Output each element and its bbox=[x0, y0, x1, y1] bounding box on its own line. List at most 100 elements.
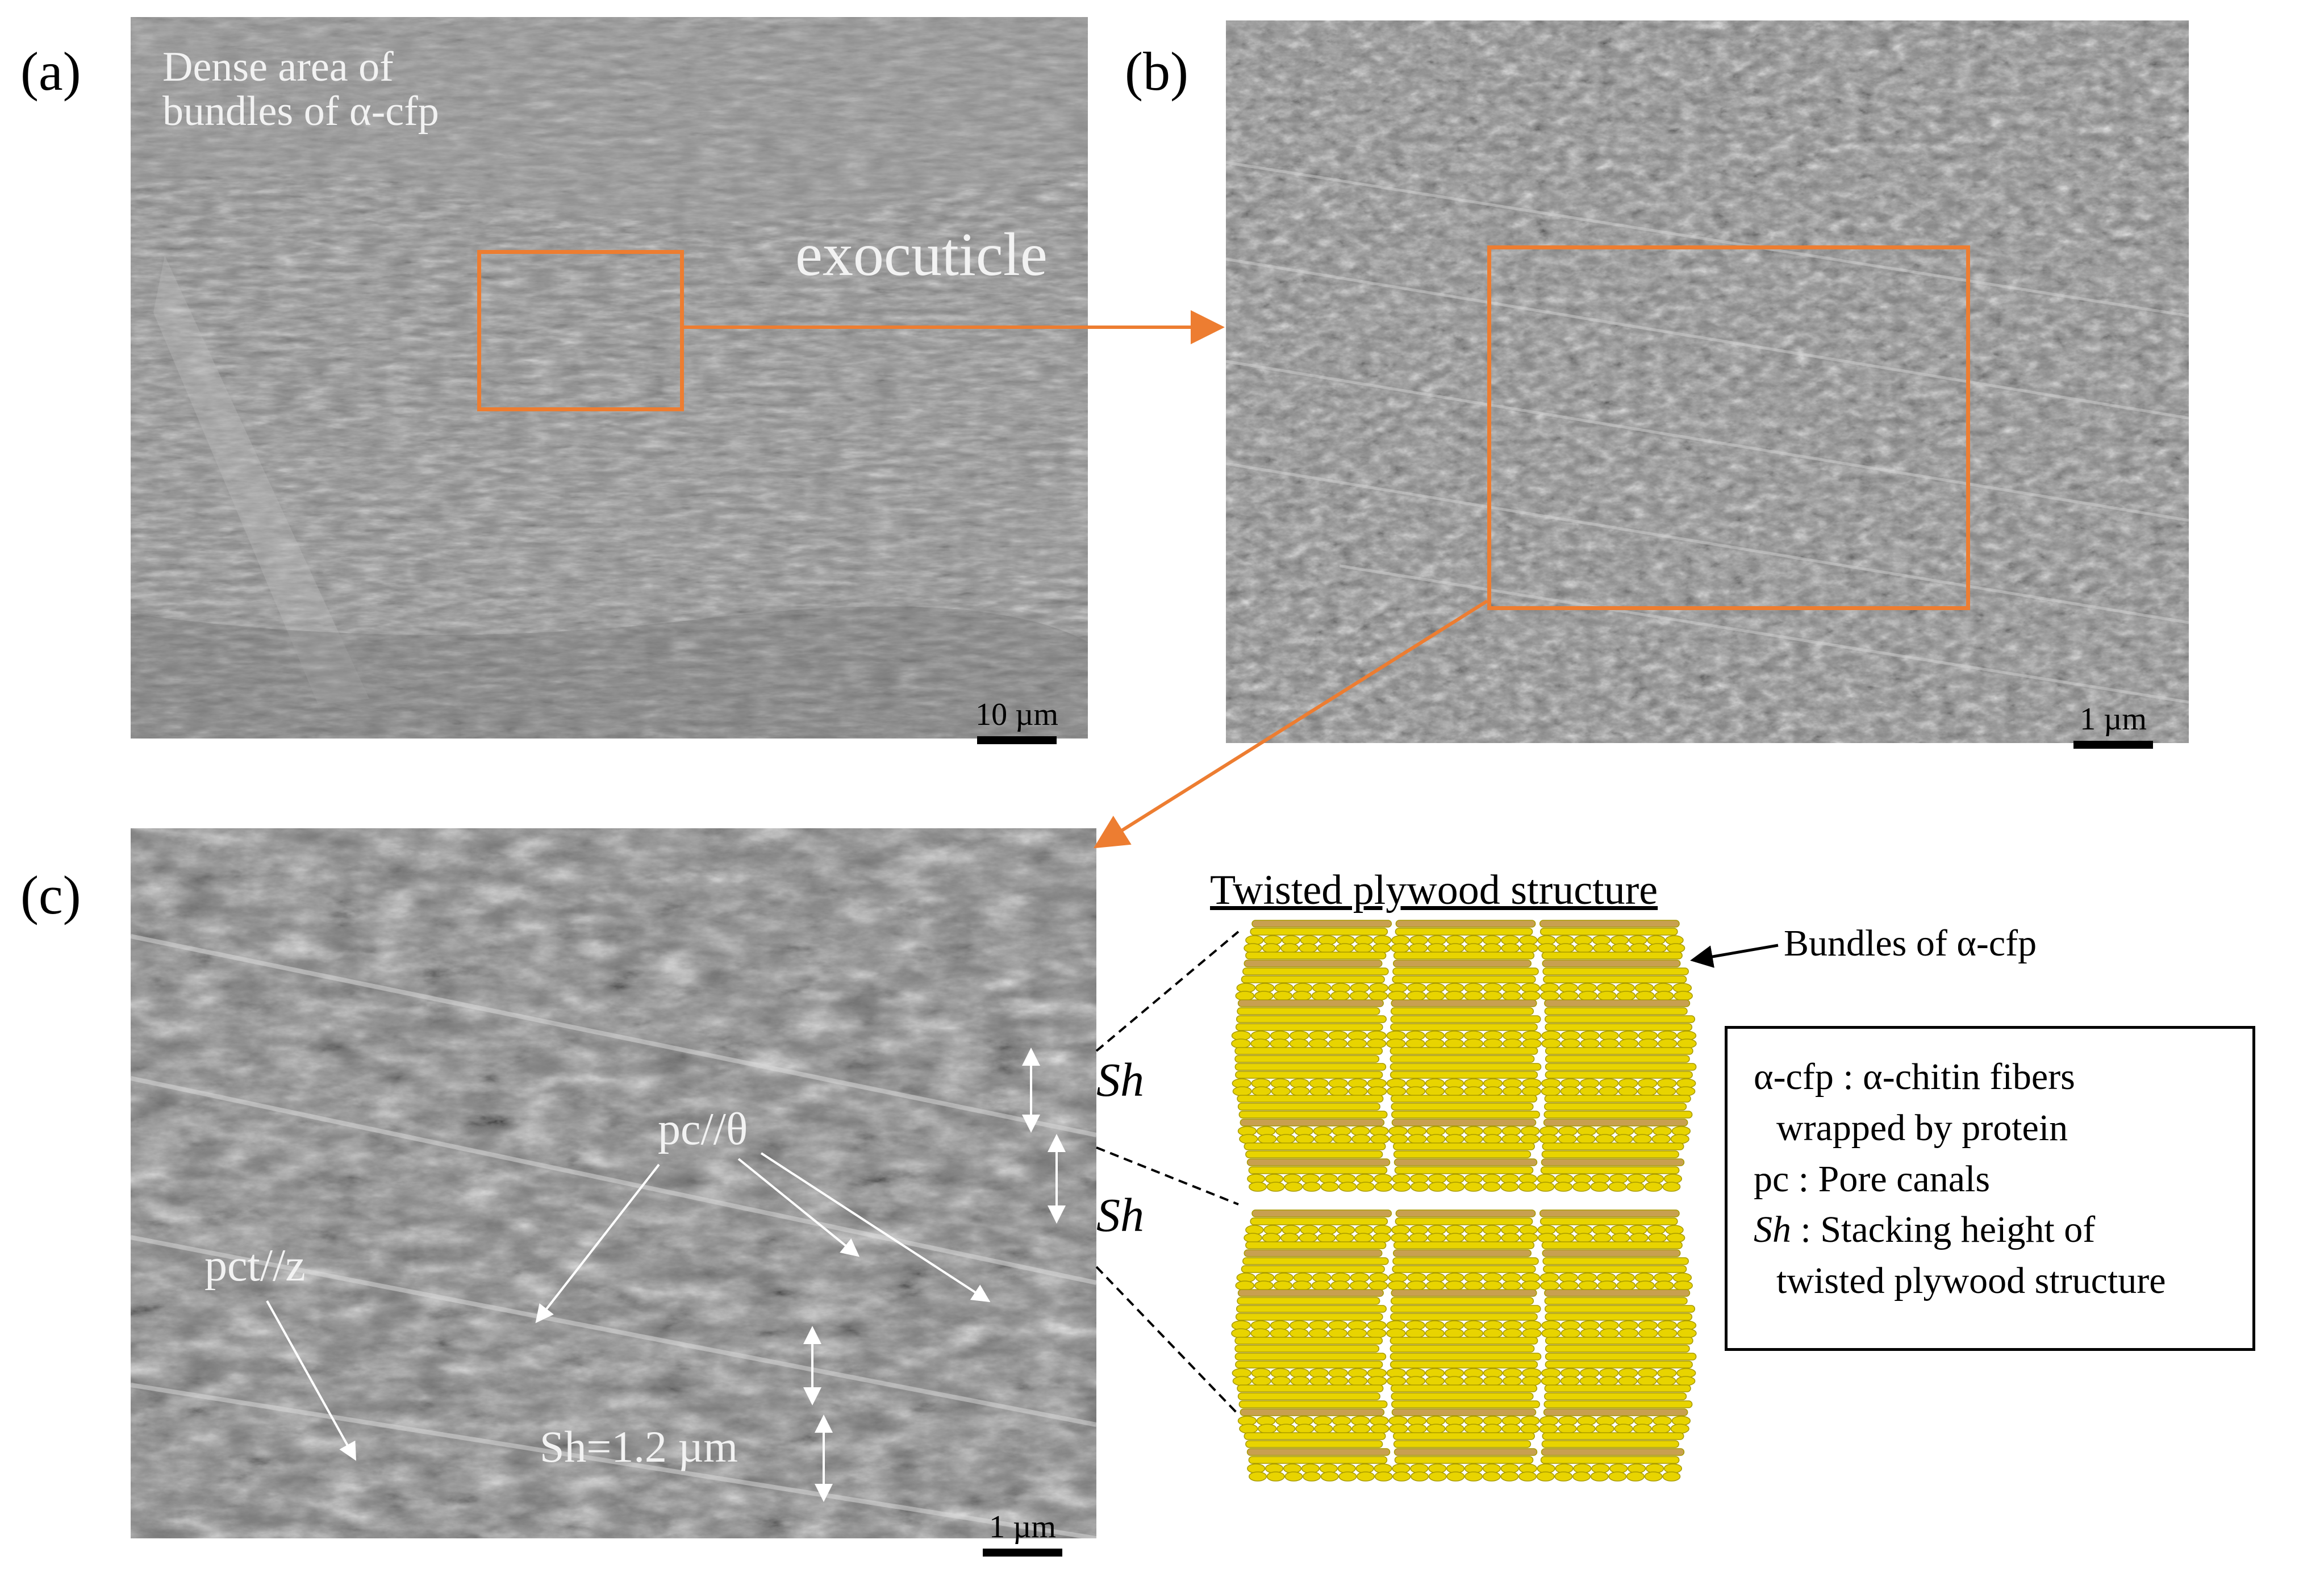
fiber-cross-section bbox=[1351, 1134, 1371, 1144]
fiber-cross-section bbox=[1299, 943, 1317, 953]
fiber-cross-section bbox=[1611, 943, 1630, 953]
fiber-cross-section bbox=[1536, 1471, 1555, 1482]
fiber-cross-section bbox=[1235, 991, 1255, 1001]
fiber-cross-section bbox=[1560, 1376, 1580, 1386]
fiber-cross-section bbox=[1654, 991, 1674, 1001]
fiber-bundle bbox=[1395, 928, 1533, 936]
fiber-cross-section bbox=[1464, 1280, 1483, 1291]
fiber-cross-section bbox=[1405, 1038, 1425, 1049]
fiber-cross-section bbox=[1541, 1376, 1561, 1386]
fiber-cross-section bbox=[1446, 1233, 1465, 1243]
fiber-cross-section bbox=[1333, 1424, 1352, 1434]
fiber-cross-section bbox=[1503, 1038, 1522, 1049]
fiber-cross-section bbox=[1370, 1424, 1390, 1434]
fiber-cross-section bbox=[1445, 1280, 1465, 1291]
fiber-bundle bbox=[1393, 1440, 1532, 1448]
fiber-cross-section bbox=[1425, 1038, 1445, 1049]
fiber-cross-section bbox=[1357, 1182, 1375, 1192]
fiber-bundle bbox=[1543, 1119, 1688, 1127]
fiber-cross-section bbox=[1367, 1038, 1387, 1049]
fiber-bundle bbox=[1250, 1217, 1388, 1225]
fiber-cross-section bbox=[1540, 1280, 1560, 1291]
legend-line-4: Sh : Stacking height of bbox=[1754, 1204, 2226, 1255]
fiber-cross-section bbox=[1411, 1182, 1429, 1192]
fiber-cross-section bbox=[1541, 1328, 1561, 1338]
fiber-cross-section bbox=[1463, 1086, 1484, 1096]
fiber-cross-section bbox=[1614, 1424, 1633, 1434]
fiber-cross-section bbox=[1254, 991, 1274, 1001]
fiber-cross-section bbox=[1503, 1328, 1522, 1338]
fiber-bundle bbox=[1390, 1313, 1538, 1321]
fiber-cross-section bbox=[1351, 1424, 1371, 1434]
fiber-cross-section bbox=[1638, 1038, 1658, 1049]
fiber-cross-section bbox=[1445, 1424, 1465, 1434]
fiber-cross-section bbox=[1593, 1233, 1612, 1243]
fiber-cross-section bbox=[1391, 943, 1409, 953]
fiber-cross-section bbox=[1311, 991, 1331, 1001]
fiber-cross-section bbox=[1519, 1233, 1538, 1243]
fiber-cross-section bbox=[1576, 1424, 1596, 1434]
fiber-cross-section bbox=[1284, 1182, 1303, 1192]
fiber-bundle bbox=[1234, 1353, 1387, 1361]
fiber-cross-section bbox=[1618, 1376, 1638, 1386]
fiber-cross-section bbox=[1599, 1038, 1620, 1049]
fiber-cross-section bbox=[1374, 1182, 1393, 1192]
fiber-cross-section bbox=[1333, 1134, 1352, 1144]
fiber-cross-section bbox=[1444, 1328, 1464, 1338]
fiber-cross-section bbox=[1258, 1424, 1277, 1434]
fiber-bundle bbox=[1236, 1015, 1387, 1023]
fiber-bundle bbox=[1394, 1456, 1534, 1464]
fiber-cross-section bbox=[1670, 1424, 1689, 1434]
sem-texture-a bbox=[131, 17, 1088, 739]
fiber-cross-section bbox=[1387, 1086, 1407, 1096]
fiber-cross-section bbox=[1556, 1233, 1575, 1243]
fiber-bundle bbox=[1236, 1305, 1387, 1313]
fiber-bundle bbox=[1545, 1361, 1693, 1369]
fiber-cross-section bbox=[1483, 1376, 1503, 1386]
fiber-cross-section bbox=[1658, 1328, 1678, 1338]
fiber-cross-section bbox=[1347, 1328, 1367, 1338]
fiber-cross-section bbox=[1520, 1424, 1539, 1434]
fiber-cross-section bbox=[1266, 1182, 1285, 1192]
fiber-cross-section bbox=[1662, 1471, 1681, 1482]
fiber-bundle bbox=[1541, 1448, 1685, 1456]
fiber-cross-section bbox=[1654, 1280, 1674, 1291]
fiber-cross-section bbox=[1409, 943, 1428, 953]
fiber-cross-section bbox=[1608, 1182, 1627, 1192]
fiber-cross-section bbox=[1270, 1328, 1290, 1338]
fiber-cross-section bbox=[1408, 1424, 1427, 1434]
fiber-bundle bbox=[1540, 1456, 1680, 1464]
fiber-bundle bbox=[1390, 1063, 1542, 1071]
legend-line-1: α-cfp : α-chitin fibers bbox=[1754, 1056, 2075, 1098]
fiber-cross-section bbox=[1445, 1134, 1465, 1144]
fiber-cross-section bbox=[1502, 1280, 1521, 1291]
fiber-bundle bbox=[1246, 1158, 1391, 1166]
fiber-cross-section bbox=[1522, 1328, 1542, 1338]
fiber-bundle bbox=[1238, 1111, 1388, 1119]
fiber-cross-section bbox=[1611, 1233, 1630, 1243]
fiber-bundle bbox=[1390, 1015, 1541, 1023]
fiber-cross-section bbox=[1411, 1471, 1429, 1482]
fiber-bundle bbox=[1545, 1071, 1693, 1079]
fiber-cross-section bbox=[1249, 1182, 1267, 1192]
fiber-bundle bbox=[1541, 1241, 1683, 1249]
fiber-bundle bbox=[1393, 1142, 1535, 1150]
fiber-bundle bbox=[1545, 1047, 1693, 1055]
fiber-bundle bbox=[1393, 1158, 1538, 1166]
legend-box: α-cfp : α-chitin fibers wrapped by prote… bbox=[1725, 1026, 2255, 1351]
legend-sh-abbr: Sh bbox=[1754, 1209, 1791, 1251]
fiber-cross-section bbox=[1501, 1134, 1521, 1144]
scalebar-c-label: 1 µm bbox=[989, 1509, 1056, 1545]
fiber-cross-section bbox=[1483, 1424, 1502, 1434]
fiber-cross-section bbox=[1635, 1280, 1655, 1291]
fiber-cross-section bbox=[1425, 1376, 1445, 1386]
fiber-bundle bbox=[1390, 1361, 1538, 1369]
fiber-cross-section bbox=[1483, 1280, 1503, 1291]
plywood-fibers bbox=[1231, 920, 1697, 1482]
fiber-cross-section bbox=[1540, 991, 1560, 1001]
fiber-bundle bbox=[1392, 1257, 1539, 1265]
fiber-cross-section bbox=[1295, 1424, 1315, 1434]
fiber-cross-section bbox=[1501, 1424, 1521, 1434]
fiber-cross-section bbox=[1521, 1376, 1541, 1386]
fiber-cross-section bbox=[1482, 1182, 1501, 1192]
